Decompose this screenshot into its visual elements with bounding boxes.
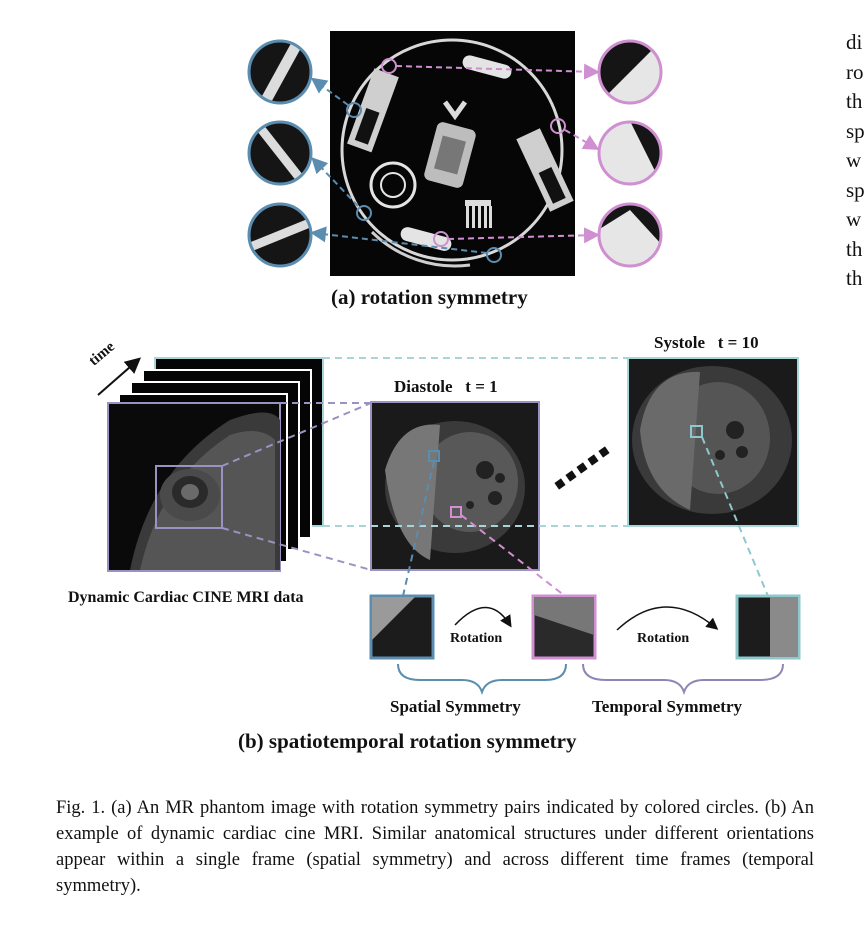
patch-blue [369,594,435,660]
panel-b-label: (b) spatiotemporal rotation symmetry [238,729,577,753]
pink-zoom-circles [597,39,663,268]
ellipsis-dots [554,446,610,490]
systole-frame [627,357,799,527]
time-arrow [97,357,142,396]
frame-connectors [221,357,769,597]
side-column-text: di ro th sp w sp w th th [846,28,865,294]
side-line: th [846,89,863,113]
rotation-arrow-left [454,606,512,628]
side-line: di [846,30,863,54]
dataset-label: Dynamic Cardiac CINE MRI data [68,589,304,606]
side-line: w [846,148,862,172]
rotation-label-right: Rotation [637,631,690,646]
side-line: sp [846,177,865,202]
diastole-label: Diastole t = 1 [394,377,498,396]
side-line: th [846,266,863,290]
phantom-image [330,31,575,276]
temporal-symmetry-label: Temporal Symmetry [592,697,742,716]
patch-cyan [735,594,801,660]
systole-label: Systole t = 10 [654,333,759,352]
blue-zoom-circles [247,39,313,268]
diastole-frame [370,401,540,571]
rotation-label-left: Rotation [450,631,503,646]
patch-pink [531,594,597,660]
panel-a-label: (a) rotation symmetry [331,285,528,309]
spatial-brace [397,663,567,696]
side-line: sp [846,118,865,143]
frame-stack [107,357,324,572]
temporal-brace [582,663,784,696]
rotation-arrow-right [616,606,719,631]
side-line: ro [846,59,864,84]
spatial-symmetry-label: Spatial Symmetry [390,697,521,716]
side-line: th [846,236,863,261]
figure-caption: Fig. 1. (a) An MR phantom image with rot… [56,798,814,896]
side-line: w [846,207,862,231]
panel-a-arrows [310,63,600,254]
